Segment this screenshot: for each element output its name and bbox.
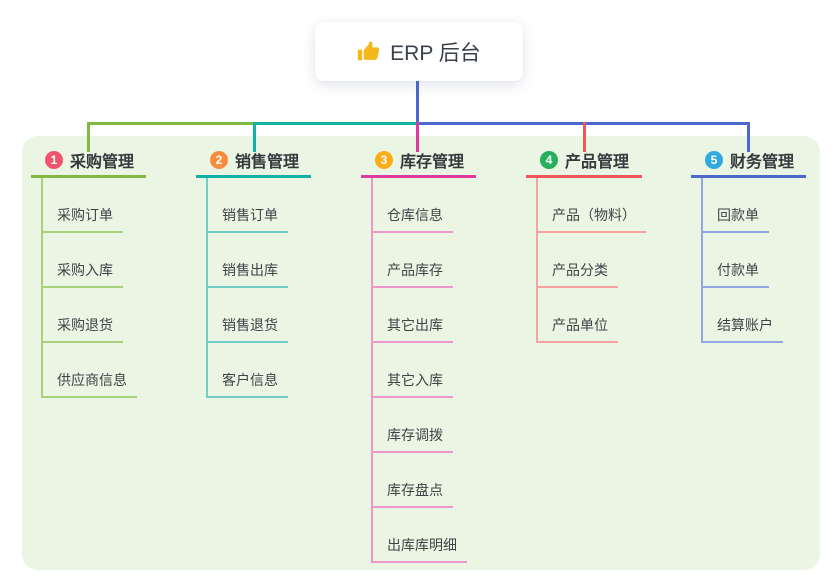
trunk-line-purchase bbox=[41, 178, 43, 398]
branch-children-finance: 回款单 付款单 结算账户 bbox=[691, 178, 806, 343]
node-warehouse-info-label: 仓库信息 bbox=[371, 205, 453, 233]
node-supplier-info-label: 供应商信息 bbox=[41, 370, 137, 398]
node-stock-count-label: 库存盘点 bbox=[371, 480, 453, 508]
node-product-material[interactable]: 产品（物料） bbox=[536, 178, 646, 233]
node-payment-order[interactable]: 付款单 bbox=[701, 233, 806, 288]
branch-header-finance-management[interactable]: 5 财务管理 bbox=[691, 145, 806, 178]
node-purchase-inbound[interactable]: 采购入库 bbox=[41, 233, 146, 288]
badge-3-icon: 3 bbox=[375, 151, 393, 169]
node-purchase-inbound-label: 采购入库 bbox=[41, 260, 123, 288]
branch-children-product: 产品（物料） 产品分类 产品单位 bbox=[526, 178, 646, 343]
node-customer-info-label: 客户信息 bbox=[206, 370, 288, 398]
node-product-material-label: 产品（物料） bbox=[536, 205, 646, 233]
root-stem-connector bbox=[416, 81, 419, 124]
node-settlement-account-label: 结算账户 bbox=[701, 315, 783, 343]
node-product-unit[interactable]: 产品单位 bbox=[536, 288, 642, 343]
node-product-stock[interactable]: 产品库存 bbox=[371, 233, 476, 288]
drop-connector-purchase bbox=[87, 122, 90, 152]
node-settlement-account[interactable]: 结算账户 bbox=[701, 288, 806, 343]
node-stock-transfer[interactable]: 库存调拨 bbox=[371, 398, 476, 453]
node-other-inbound-label: 其它入库 bbox=[371, 370, 453, 398]
branch-label-inventory-management: 库存管理 bbox=[400, 154, 465, 171]
node-warehouse-info[interactable]: 仓库信息 bbox=[371, 178, 476, 233]
branch-sales-management: 2 销售管理 销售订单 销售出库 销售退货 客户信息 bbox=[196, 145, 311, 398]
node-sales-outbound-label: 销售出库 bbox=[206, 260, 288, 288]
bus-segment-sales bbox=[253, 122, 419, 125]
branch-header-sales-management[interactable]: 2 销售管理 bbox=[196, 145, 311, 178]
node-receipt-order[interactable]: 回款单 bbox=[701, 178, 806, 233]
badge-1-icon: 1 bbox=[45, 151, 63, 169]
bus-segment-purchase bbox=[87, 122, 256, 125]
branch-product-management: 4 产品管理 产品（物料） 产品分类 产品单位 bbox=[526, 145, 646, 343]
node-sales-order[interactable]: 销售订单 bbox=[206, 178, 311, 233]
node-outbound-detail[interactable]: 出库库明细 bbox=[371, 508, 476, 563]
branch-label-sales-management: 销售管理 bbox=[235, 154, 300, 171]
drop-connector-finance bbox=[747, 122, 750, 152]
branch-children-sales: 销售订单 销售出库 销售退货 客户信息 bbox=[196, 178, 311, 398]
badge-4-icon: 4 bbox=[540, 151, 558, 169]
node-sales-return-label: 销售退货 bbox=[206, 315, 288, 343]
node-stock-transfer-label: 库存调拨 bbox=[371, 425, 453, 453]
node-other-inbound[interactable]: 其它入库 bbox=[371, 343, 476, 398]
branch-header-purchase-management[interactable]: 1 采购管理 bbox=[31, 145, 146, 178]
drop-connector-product bbox=[583, 122, 586, 152]
root-node-erp-backend[interactable]: ERP 后台 bbox=[315, 22, 523, 81]
node-purchase-order[interactable]: 采购订单 bbox=[41, 178, 146, 233]
badge-2-icon: 2 bbox=[210, 151, 228, 169]
node-sales-outbound[interactable]: 销售出库 bbox=[206, 233, 311, 288]
node-other-outbound-label: 其它出库 bbox=[371, 315, 453, 343]
branch-purchase-management: 1 采购管理 采购订单 采购入库 采购退货 供应商信息 bbox=[31, 145, 146, 398]
trunk-line-finance bbox=[701, 178, 703, 343]
badge-5-icon: 5 bbox=[705, 151, 723, 169]
branches-background-panel bbox=[22, 136, 820, 570]
drop-connector-inventory bbox=[416, 122, 419, 152]
node-payment-order-label: 付款单 bbox=[701, 260, 769, 288]
node-other-outbound[interactable]: 其它出库 bbox=[371, 288, 476, 343]
node-purchase-order-label: 采购订单 bbox=[41, 205, 123, 233]
branch-label-purchase-management: 采购管理 bbox=[70, 154, 135, 171]
node-receipt-order-label: 回款单 bbox=[701, 205, 769, 233]
branch-inventory-management: 3 库存管理 仓库信息 产品库存 其它出库 其它入库 库存调拨 库存盘点 bbox=[361, 145, 476, 563]
trunk-line-inventory bbox=[371, 178, 373, 563]
node-product-stock-label: 产品库存 bbox=[371, 260, 453, 288]
node-product-category[interactable]: 产品分类 bbox=[536, 233, 642, 288]
node-stock-count[interactable]: 库存盘点 bbox=[371, 453, 476, 508]
node-customer-info[interactable]: 客户信息 bbox=[206, 343, 311, 398]
root-node-label: ERP 后台 bbox=[390, 41, 481, 65]
branch-header-inventory-management[interactable]: 3 库存管理 bbox=[361, 145, 476, 178]
branch-finance-management: 5 财务管理 回款单 付款单 结算账户 bbox=[691, 145, 806, 343]
node-sales-order-label: 销售订单 bbox=[206, 205, 288, 233]
node-purchase-return-label: 采购退货 bbox=[41, 315, 123, 343]
drop-connector-sales bbox=[253, 122, 256, 152]
node-supplier-info[interactable]: 供应商信息 bbox=[41, 343, 146, 398]
branch-label-finance-management: 财务管理 bbox=[730, 154, 795, 171]
node-purchase-return[interactable]: 采购退货 bbox=[41, 288, 146, 343]
trunk-line-sales bbox=[206, 178, 208, 398]
node-product-unit-label: 产品单位 bbox=[536, 315, 618, 343]
node-sales-return[interactable]: 销售退货 bbox=[206, 288, 311, 343]
node-outbound-detail-label: 出库库明细 bbox=[371, 535, 467, 563]
branch-children-inventory: 仓库信息 产品库存 其它出库 其它入库 库存调拨 库存盘点 出库库明细 bbox=[361, 178, 476, 563]
branch-label-product-management: 产品管理 bbox=[565, 154, 630, 171]
branch-children-purchase: 采购订单 采购入库 采购退货 供应商信息 bbox=[31, 178, 146, 398]
branch-header-product-management[interactable]: 4 产品管理 bbox=[526, 145, 642, 178]
trunk-line-product bbox=[536, 178, 538, 343]
node-product-category-label: 产品分类 bbox=[536, 260, 618, 288]
thumbs-up-icon bbox=[357, 40, 380, 63]
